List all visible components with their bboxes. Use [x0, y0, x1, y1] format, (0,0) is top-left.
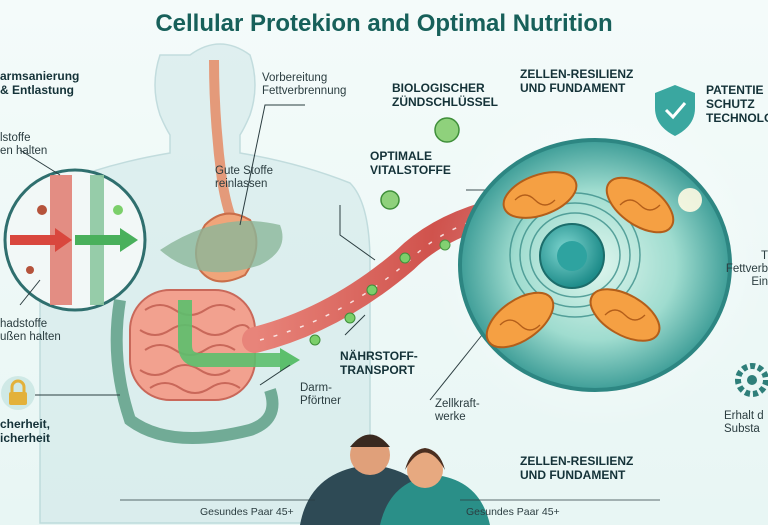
gear-icon — [735, 363, 768, 397]
label-good-keep: lstoffe en halten — [0, 132, 48, 158]
cell — [430, 90, 768, 430]
label-resilience-bottom: ZELLEN-RESILIENZ UND FUNDAMENT — [520, 454, 634, 482]
green-flow-arrow — [178, 300, 280, 367]
label-security: cherheit, icherheit — [0, 417, 51, 445]
label-substance: Erhalt d Substa — [724, 410, 764, 436]
page-title: Cellular Protekion and Optimal Nutrition — [155, 10, 613, 37]
gut-magnifier — [3, 168, 147, 312]
label-pylorus: Darm- Pförtner — [300, 382, 341, 408]
label-gut-header: armsanierung & Entlastung — [0, 69, 80, 97]
label-couple-right: Gesundes Paar 45+ — [466, 506, 560, 518]
liver — [160, 220, 283, 273]
label-resilience-top: ZELLEN-RESILIENZ UND FUNDAMENT — [520, 67, 634, 95]
couple-illustration — [300, 434, 490, 525]
label-good-in: Gute Stoffe reinlassen — [215, 165, 273, 191]
label-powerplants: Zellkraft- werke — [435, 398, 480, 424]
label-bad-out: hadstoffe ußen halten — [0, 318, 61, 344]
label-bio-key: BIOLOGISCHER ZÜNDSCHLÜSSEL — [392, 81, 499, 109]
label-nutrient-transport: NÄHRSTOFF- TRANSPORT — [340, 349, 418, 377]
label-fat-right: T Fettverb Ein — [725, 250, 768, 289]
esophagus — [209, 59, 237, 222]
label-couple-left: Gesundes Paar 45+ — [200, 506, 294, 518]
label-optimal-vital: OPTIMALE VITALSTOFFE — [370, 149, 451, 177]
shield-icon — [655, 85, 695, 136]
lock-icon — [1, 376, 35, 410]
label-prep-fat: Vorbereitung Fettverbrennung — [262, 72, 347, 98]
label-patent: PATENTIE SCHUTZ TECHNOLO — [706, 83, 768, 125]
